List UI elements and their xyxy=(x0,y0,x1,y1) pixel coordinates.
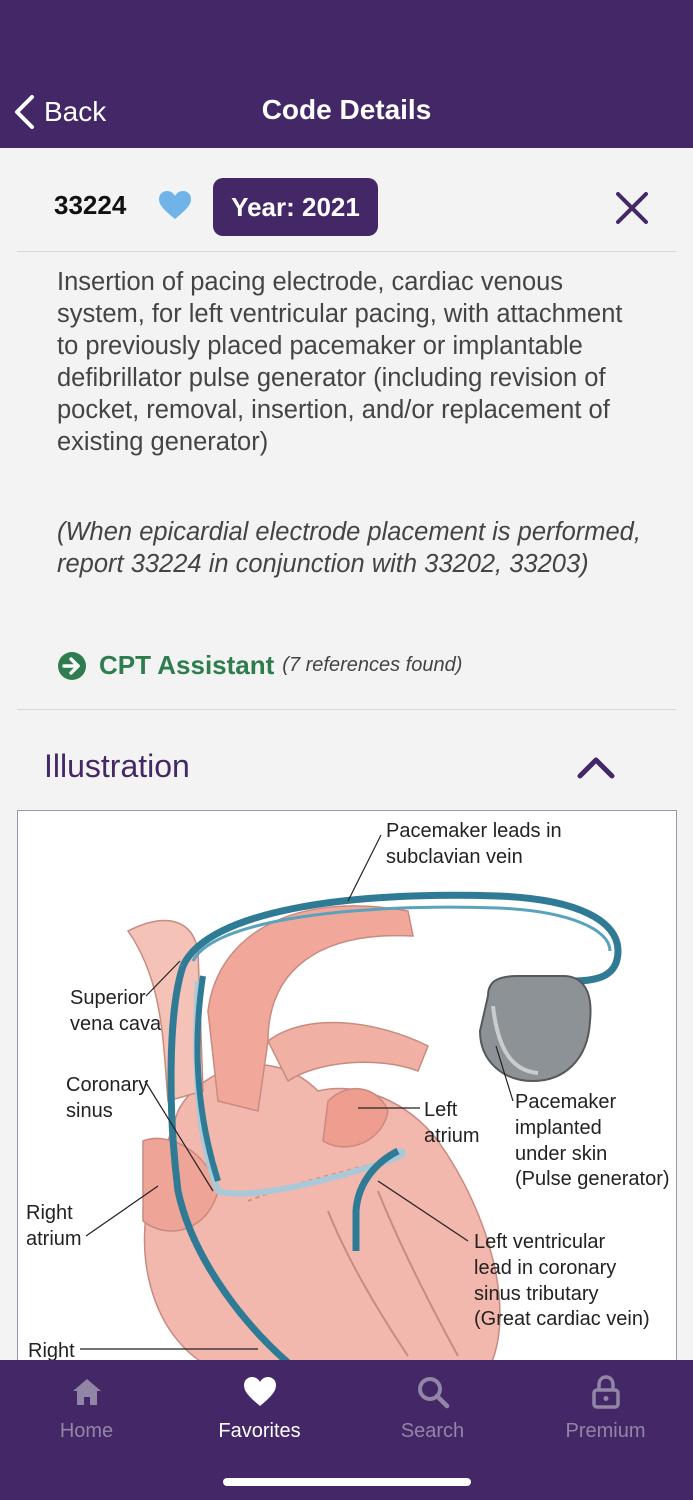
tab-bar: Home Favorites Search Premium xyxy=(0,1360,693,1500)
label-cs-2: sinus xyxy=(66,1100,113,1122)
code-note: (When epicardial electrode placement is … xyxy=(57,518,641,578)
label-svc-2: vena cava xyxy=(70,1013,162,1035)
tab-label: Favorites xyxy=(218,1420,301,1442)
illustration-image: Pacemaker leads in subclavian vein Super… xyxy=(17,810,677,1371)
code-header: 33224 Year: 2021 xyxy=(0,148,693,252)
label-svc-1: Superior xyxy=(70,987,146,1009)
chevron-up-icon[interactable] xyxy=(576,752,616,782)
tab-favorites[interactable]: Favorites xyxy=(173,1374,346,1443)
label-pm-2: implanted xyxy=(515,1117,602,1139)
label-lv-3: sinus tributary xyxy=(474,1283,599,1305)
label-pm-1: Pacemaker xyxy=(515,1091,616,1113)
favorite-heart-icon[interactable] xyxy=(158,190,192,220)
tab-premium[interactable]: Premium xyxy=(519,1374,692,1443)
cpt-assistant-label: CPT Assistant xyxy=(99,650,275,680)
divider xyxy=(17,251,676,252)
label-pm-4: (Pulse generator) xyxy=(515,1168,670,1190)
search-icon xyxy=(417,1377,449,1409)
year-badge[interactable]: Year: 2021 xyxy=(213,178,378,236)
tab-label: Premium xyxy=(565,1420,646,1442)
close-icon[interactable] xyxy=(614,190,650,226)
illustration-header[interactable]: Illustration xyxy=(44,748,190,784)
label-la-1: Left xyxy=(424,1099,458,1121)
heart-pacemaker-illustration: Pacemaker leads in subclavian vein Super… xyxy=(26,820,670,1371)
label-leads-1: Pacemaker leads in xyxy=(386,820,562,842)
label-ra-1: Right xyxy=(26,1202,73,1224)
back-button[interactable]: Back xyxy=(12,92,106,132)
label-ra-2: atrium xyxy=(26,1228,82,1250)
cpt-references-count: (7 references found) xyxy=(282,654,463,676)
heart-icon xyxy=(243,1377,276,1406)
lock-icon xyxy=(591,1375,620,1409)
tab-label: Home xyxy=(59,1420,114,1442)
nav-bar: Back Code Details xyxy=(0,0,693,148)
page-title: Code Details xyxy=(261,94,432,125)
label-la-2: atrium xyxy=(424,1125,480,1147)
label-lv-4: (Great cardiac vein) xyxy=(474,1308,650,1330)
code-number: 33224 xyxy=(54,190,127,220)
divider xyxy=(17,709,676,710)
arrow-right-circle-icon xyxy=(58,651,86,680)
cpt-assistant-link[interactable]: CPT Assistant (7 references found) xyxy=(57,650,462,681)
label-lv-2: lead in coronary xyxy=(474,1257,616,1279)
home-indicator xyxy=(223,1478,471,1486)
label-leads-2: subclavian vein xyxy=(386,846,523,868)
tab-search[interactable]: Search xyxy=(346,1374,519,1443)
label-right: Right xyxy=(28,1340,75,1362)
back-label: Back xyxy=(44,96,107,127)
label-pm-3: under skin xyxy=(515,1143,607,1165)
tab-home[interactable]: Home xyxy=(0,1374,173,1443)
home-icon xyxy=(72,1379,101,1405)
label-cs-1: Coronary xyxy=(66,1074,148,1096)
chevron-left-icon xyxy=(15,95,34,129)
tab-label: Search xyxy=(400,1420,465,1442)
code-description: Insertion of pacing electrode, cardiac v… xyxy=(57,268,623,456)
label-lv-1: Left ventricular xyxy=(474,1231,606,1253)
